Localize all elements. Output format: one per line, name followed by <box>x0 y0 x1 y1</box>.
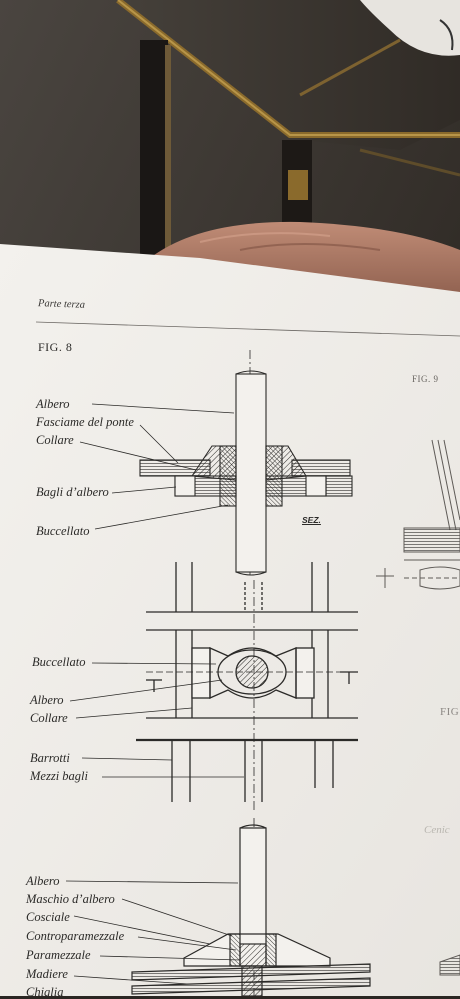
fig8-plan-drawing <box>136 562 358 810</box>
label-albero-mid: Albero <box>30 693 64 707</box>
fig8-title: FIG. 8 <box>38 340 73 354</box>
label-bagli-d-albero: Bagli d’albero <box>36 485 109 499</box>
label-collare-mid: Collare <box>30 711 68 725</box>
label-paramezzale: Paramezzale <box>26 948 91 962</box>
label-chiglia: Chiglia <box>26 985 64 999</box>
label-albero-bottom: Albero <box>26 874 60 888</box>
label-albero-top: Albero <box>36 397 70 411</box>
label-collare-top: Collare <box>36 433 74 447</box>
section-mark: SEZ. <box>302 515 321 525</box>
label-maschio-d-albero: Maschio d’albero <box>26 892 115 906</box>
label-cosciale: Cosciale <box>26 910 70 924</box>
fig9-title: FIG. 9 <box>412 374 439 384</box>
label-buccellato-mid: Buccellato <box>32 655 86 669</box>
label-buccellato-top: Buccellato <box>36 524 90 538</box>
cut-word: Cenic <box>424 824 450 836</box>
label-mezzi-bagli: Mezzi bagli <box>30 769 88 783</box>
fig8-section-drawing <box>139 350 353 576</box>
fig9-partial-drawing <box>376 439 460 976</box>
fig8-keel-drawing <box>131 818 371 996</box>
label-fasciame-del-ponte: Fasciame del ponte <box>36 415 134 429</box>
label-controparamezzale: Controparamezzale <box>26 929 125 943</box>
page-header: Parte terza <box>37 298 86 311</box>
label-barrotti: Barrotti <box>30 751 70 765</box>
fig-cut-label: FIG <box>440 706 460 718</box>
label-madiere: Madiere <box>26 967 68 981</box>
